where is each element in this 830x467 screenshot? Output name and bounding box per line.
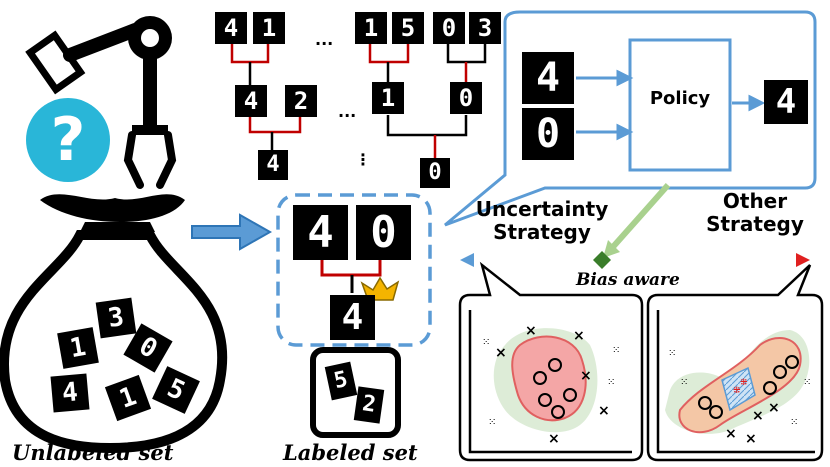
policy-label: Policy	[649, 88, 711, 109]
leaf-digit-1: 4	[215, 12, 247, 44]
labeled-pair-digit-2: 0	[356, 205, 411, 260]
mid-digit-3: 1	[372, 82, 404, 114]
policy-to-axis-arrow	[603, 183, 671, 258]
uncertainty-strategy-label: Uncertainty Strategy	[475, 197, 609, 244]
svg-text:⁙: ⁙	[680, 377, 688, 388]
policy-arrows	[576, 69, 766, 141]
tree-ellipsis-2: ...	[338, 102, 357, 121]
leaf-digit-2: 1	[253, 12, 285, 44]
svg-text:×: ×	[745, 431, 757, 447]
svg-text:⁙: ⁙	[668, 348, 676, 359]
question-icon	[26, 98, 110, 182]
leaf-digit-4: 5	[392, 12, 424, 44]
svg-text:⁜: ⁜	[740, 378, 748, 388]
labeled-set-label: Labeled set	[283, 440, 418, 465]
right-plot: ×××× ⁙⁙⁙⁙ ⁜⁜	[646, 264, 824, 462]
bag-digit-1: 1	[57, 327, 99, 369]
labeled-pair-digit-1: 4	[293, 205, 348, 260]
mid-digit-1: 4	[235, 85, 267, 117]
root-digit-1: 4	[258, 150, 288, 180]
bias-axis	[460, 251, 810, 269]
svg-text:×: ×	[598, 403, 610, 419]
svg-text:⁙: ⁙	[607, 377, 615, 388]
mid-digit-2: 2	[285, 85, 317, 117]
labeled-set-digit-2: 2	[353, 386, 385, 424]
svg-text:×: ×	[548, 431, 560, 447]
bag-digit-4: 4	[50, 373, 90, 413]
svg-text:⁜: ⁜	[733, 386, 741, 396]
svg-text:⁙: ⁙	[612, 345, 620, 356]
svg-text:×: ×	[495, 345, 507, 361]
mid-digit-4: 0	[450, 82, 482, 114]
left-plot: × × × × × × ⁙ ⁙ ⁙ ⁙	[458, 261, 644, 462]
tree-vertical-ellipsis: ⋮	[355, 150, 371, 169]
svg-text:×: ×	[768, 400, 780, 416]
labeled-root-digit: 4	[330, 295, 375, 340]
unlabeled-set-label: Unlabeled set	[12, 440, 174, 465]
leaf-digit-5: 0	[433, 12, 465, 44]
tree-edges	[230, 42, 487, 158]
svg-text:⁙: ⁙	[803, 377, 811, 388]
bag-digit-2: 3	[95, 297, 137, 339]
svg-text:⁙: ⁙	[488, 417, 496, 428]
robot-arm-icon	[25, 16, 177, 189]
svg-text:⁙: ⁙	[482, 337, 490, 348]
bias-aware-label: Bias aware	[576, 270, 680, 290]
labeled-tree-edges	[320, 258, 382, 293]
leaf-digit-6: 3	[469, 12, 501, 44]
policy-box	[628, 38, 732, 172]
svg-text:×: ×	[573, 328, 585, 344]
arrow-right-icon	[191, 213, 273, 251]
root-digit-2: 0	[420, 158, 450, 188]
svg-text:×: ×	[725, 426, 737, 442]
leaf-digit-3: 1	[355, 12, 387, 44]
svg-text:⁙: ⁙	[790, 417, 798, 428]
question-mark: ?	[50, 105, 86, 175]
labeled-candidates-box	[276, 193, 432, 347]
svg-text:×: ×	[580, 368, 592, 384]
other-strategy-label: Other Strategy	[706, 189, 804, 236]
crown-icon	[360, 276, 400, 301]
svg-text:×: ×	[525, 323, 537, 339]
policy-output-digit: 4	[764, 80, 808, 124]
policy-input-digit-2: 0	[522, 108, 574, 160]
tree-ellipsis-1: ...	[315, 30, 334, 49]
svg-text:×: ×	[752, 408, 764, 424]
policy-input-digit-1: 4	[522, 52, 574, 104]
